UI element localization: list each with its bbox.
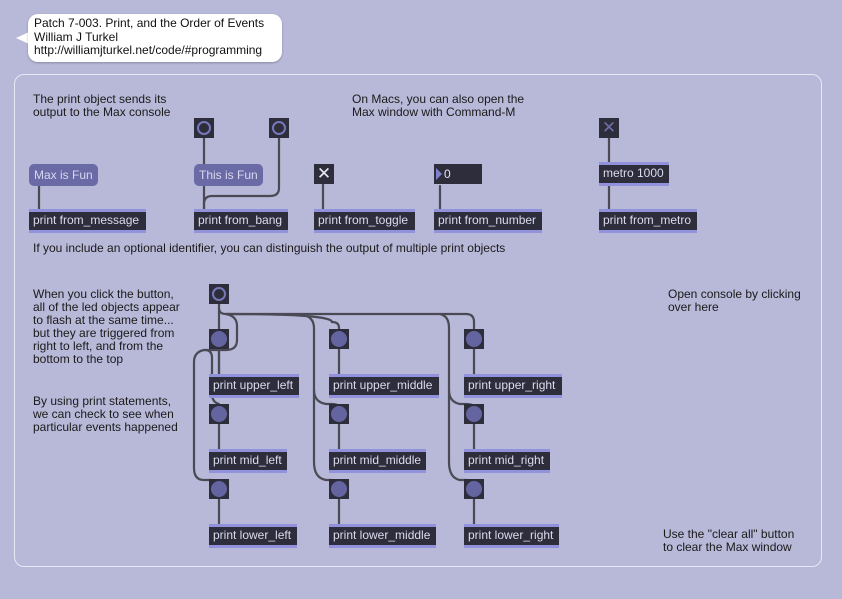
toggle-on[interactable]: ✕ [314, 164, 334, 184]
cord [224, 312, 341, 332]
object-label: print upper_middle [333, 378, 433, 392]
object-label: print from_message [33, 213, 140, 227]
message-max-is-fun[interactable]: Max is Fun [29, 164, 98, 186]
bang-button-1[interactable] [194, 118, 214, 138]
object-label: print lower_middle [333, 528, 431, 542]
number-triangle-icon [436, 168, 442, 180]
object-print-lower-middle[interactable]: print lower_middle [329, 524, 436, 548]
message-label: This is Fun [199, 168, 258, 182]
comment-mac-shortcut: On Macs, you can also open the Max windo… [352, 92, 525, 119]
object-label: print from_metro [603, 213, 692, 227]
object-label: print from_bang [198, 213, 283, 227]
object-print-from-bang[interactable]: print from_bang [194, 209, 288, 233]
led-mid-left[interactable] [209, 404, 229, 424]
toggle-x-icon: ✕ [601, 118, 617, 137]
object-label: print from_toggle [318, 213, 409, 227]
object-print-from-toggle[interactable]: print from_toggle [314, 209, 415, 233]
url: http://williamjturkel.net/code/#programm… [34, 43, 263, 57]
object-print-lower-left[interactable]: print lower_left [209, 524, 297, 548]
object-label: print from_number [438, 213, 537, 227]
object-label: print mid_right [468, 453, 545, 467]
object-label: metro 1000 [603, 166, 664, 180]
object-print-upper-middle[interactable]: print upper_middle [329, 374, 439, 398]
object-print-mid-right[interactable]: print mid_right [464, 449, 550, 473]
object-print-lower-right[interactable]: print lower_right [464, 524, 559, 548]
object-print-mid-left[interactable]: print mid_left [209, 449, 287, 473]
comment-identifier: If you include an optional identifier, y… [33, 241, 506, 255]
led-mid-right[interactable] [464, 404, 484, 424]
cord [217, 306, 476, 332]
led-lower-left[interactable] [209, 479, 229, 499]
toggle-x-icon: ✕ [316, 164, 332, 183]
comment-print-statements: By using print statements, we can check … [33, 394, 178, 434]
object-label: print lower_right [468, 528, 554, 542]
object-print-upper-right[interactable]: print upper_right [464, 374, 562, 398]
object-print-from-metro[interactable]: print from_metro [599, 209, 697, 233]
master-bang-button[interactable] [209, 284, 229, 304]
message-label: Max is Fun [34, 168, 93, 182]
comment-print-console: The print object sends its output to the… [33, 92, 171, 119]
object-label: print upper_left [213, 378, 294, 392]
message-this-is-fun[interactable]: This is Fun [194, 164, 263, 186]
comment-order: When you click the button, all of the le… [33, 287, 180, 366]
comment-open-console[interactable]: Open console by clicking over here [668, 287, 801, 314]
patch-panel [14, 74, 822, 567]
object-label: print upper_right [468, 378, 556, 392]
bubble-tail [16, 32, 29, 44]
led-upper-right[interactable] [464, 329, 484, 349]
object-print-from-number[interactable]: print from_number [434, 209, 542, 233]
object-metro[interactable]: metro 1000 [599, 162, 669, 186]
led-upper-left[interactable] [209, 329, 229, 349]
object-print-upper-left[interactable]: print upper_left [209, 374, 299, 398]
cord [203, 348, 214, 387]
toggle-metro[interactable]: ✕ [599, 118, 619, 138]
object-print-mid-middle[interactable]: print mid_middle [329, 449, 426, 473]
comment-clear-all: Use the "clear all" button to clear the … [663, 527, 795, 554]
number-box[interactable]: 0 [434, 164, 482, 184]
led-lower-right[interactable] [464, 479, 484, 499]
bang-button-2[interactable] [269, 118, 289, 138]
object-label: print mid_left [213, 453, 282, 467]
patch-title: Patch 7-003. Print, and the Order of Eve… [34, 16, 265, 30]
author: William J Turkel [34, 29, 119, 44]
led-upper-middle[interactable] [329, 329, 349, 349]
header-bubble [28, 14, 282, 62]
led-mid-middle[interactable] [329, 404, 349, 424]
led-lower-middle[interactable] [329, 479, 349, 499]
number-value: 0 [444, 167, 451, 181]
header-bubble-text: Patch 7-003. Print, and the Order of Eve… [34, 16, 265, 58]
cord [202, 136, 281, 214]
object-label: print lower_left [213, 528, 292, 542]
object-label: print mid_middle [333, 453, 422, 467]
object-print-from-message[interactable]: print from_message [29, 209, 146, 233]
